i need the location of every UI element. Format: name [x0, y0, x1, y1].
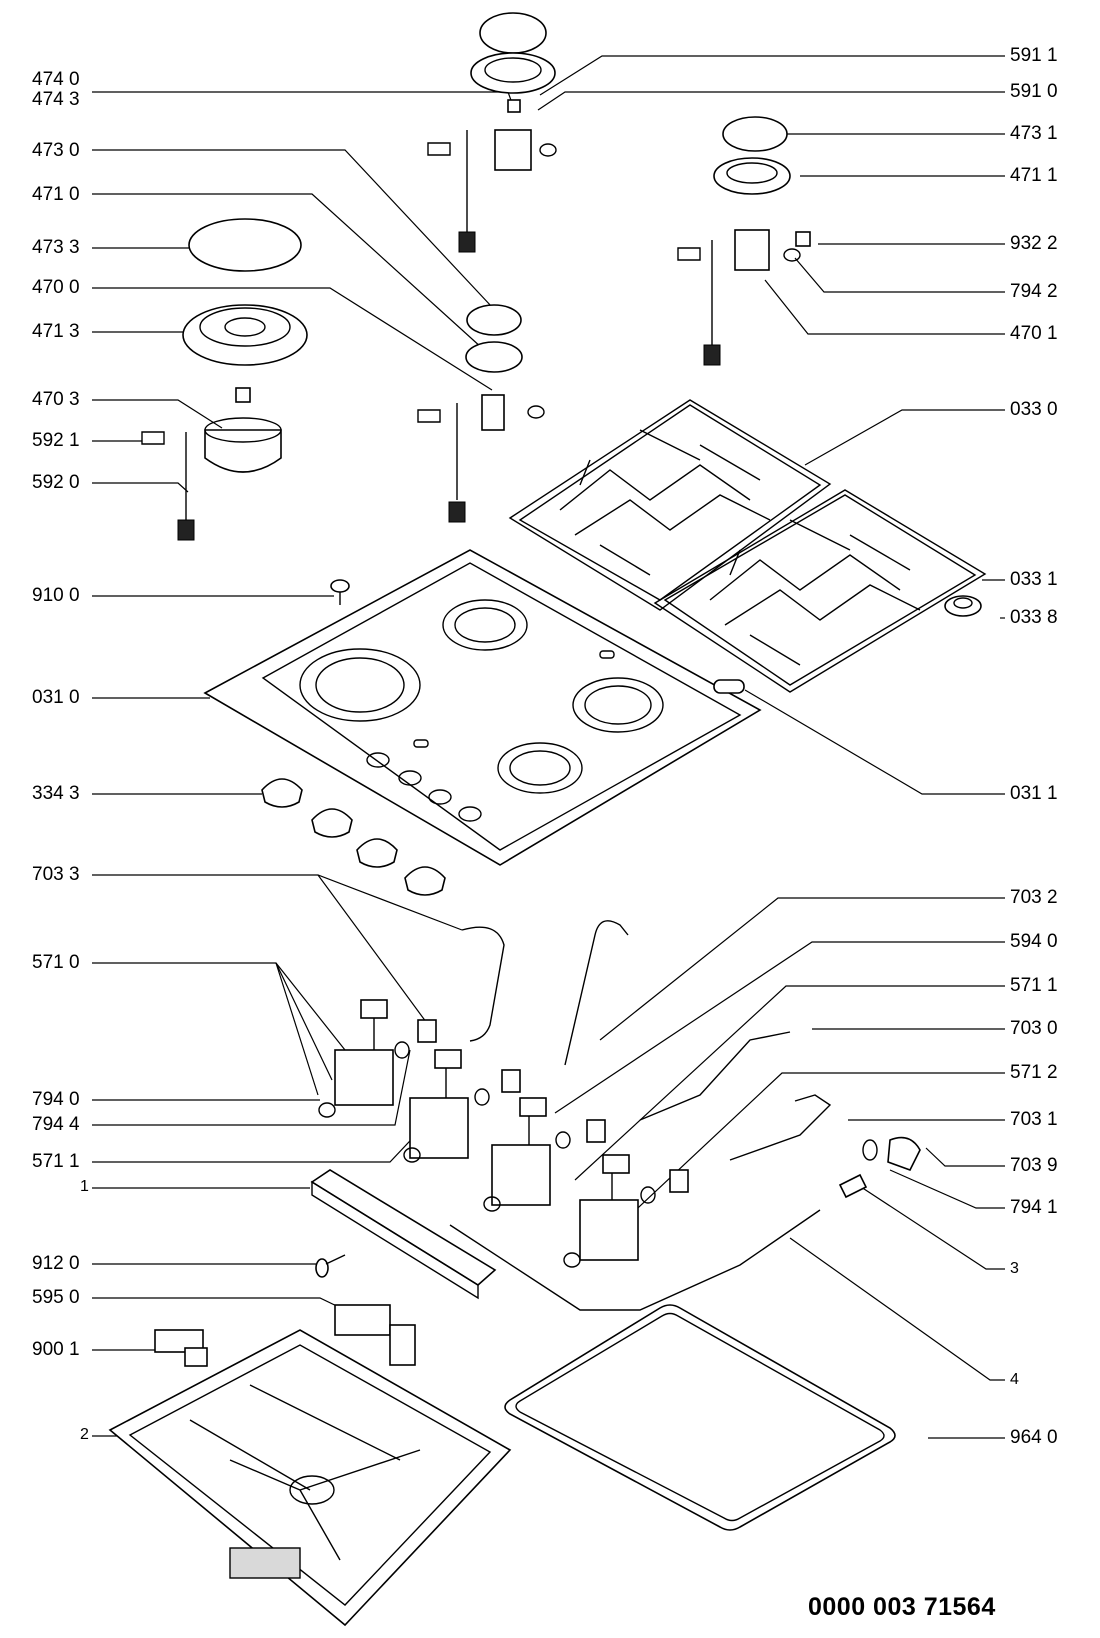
seal-ring-7941 — [862, 1139, 878, 1161]
seal-9640 — [504, 1304, 896, 1531]
medium-burner-assembly — [417, 304, 545, 523]
part-label-7030: 703 0 — [1010, 1018, 1058, 1039]
grate-foot-0338 — [944, 595, 982, 617]
bracket-1 — [310, 1169, 497, 1300]
gas-pipes — [449, 920, 868, 1311]
part-label-5711-left: 571 1 — [32, 1151, 80, 1172]
right-burner-assembly — [677, 116, 811, 366]
part-label-3343: 334 3 — [32, 783, 80, 804]
hob-top-0310 — [203, 549, 762, 866]
part-label-4700: 470 0 — [32, 277, 80, 298]
gas-taps-5710-5711-5712 — [318, 999, 689, 1268]
part-label-5921: 592 1 — [32, 430, 80, 451]
part-label-9640: 964 0 — [1010, 1427, 1058, 1448]
part-label-7941: 794 1 — [1010, 1197, 1058, 1218]
part-label-5711-right: 571 1 — [1010, 975, 1058, 996]
part-label-7031: 703 1 — [1010, 1109, 1058, 1130]
hob-badge-0311 — [713, 679, 745, 694]
part-label-7033: 703 3 — [32, 864, 80, 885]
elbow-connector-7039 — [887, 1136, 921, 1171]
part-label-4713: 471 3 — [32, 321, 80, 342]
document-code: 0000 003 71564 — [808, 1593, 996, 1621]
part-label-5911: 591 1 — [1010, 45, 1058, 66]
part-label-5920: 592 0 — [32, 472, 80, 493]
part-label-0330: 033 0 — [1010, 399, 1058, 420]
part-label-5712: 571 2 — [1010, 1062, 1058, 1083]
part-label-5940: 594 0 — [1010, 931, 1058, 952]
part-label-0338: 033 8 — [1010, 607, 1058, 628]
pan-support-grate-0331 — [653, 489, 987, 693]
ignition-module-5950 — [334, 1304, 416, 1366]
part-label-7940: 794 0 — [32, 1089, 80, 1110]
part-label-2: 2 — [80, 1426, 89, 1443]
control-knobs-3343 — [261, 778, 446, 896]
pan-support-grate-0330 — [508, 399, 832, 611]
part-label-5710: 571 0 — [32, 952, 80, 973]
screw-9100 — [330, 579, 350, 605]
part-label-4703: 470 3 — [32, 389, 80, 410]
part-label-4743: 474 3 — [32, 89, 80, 110]
part-label-5910: 591 0 — [1010, 81, 1058, 102]
part-label-0331: 033 1 — [1010, 569, 1058, 590]
part-label-4740: 474 0 — [32, 69, 80, 90]
part-label-0310: 031 0 — [32, 687, 80, 708]
large-burner-assembly — [141, 218, 308, 541]
part-label-4730: 473 0 — [32, 140, 80, 161]
part-label-9322: 932 2 — [1010, 233, 1058, 254]
part-label-9001: 900 1 — [32, 1339, 80, 1360]
part-label-4731: 473 1 — [1010, 123, 1058, 144]
part-label-3: 3 — [1010, 1260, 1019, 1277]
part-label-1: 1 — [80, 1178, 89, 1195]
part-label-4710: 471 0 — [32, 184, 80, 205]
clamp-9001 — [154, 1329, 208, 1367]
screw-9120 — [315, 1254, 346, 1278]
top-burner-assembly — [427, 12, 557, 253]
part-label-4: 4 — [1010, 1371, 1019, 1388]
part-label-7942: 794 2 — [1010, 281, 1058, 302]
base-tray-2 — [108, 1329, 512, 1627]
part-label-9120: 912 0 — [32, 1253, 80, 1274]
part-label-7032: 703 2 — [1010, 887, 1058, 908]
part-label-4701: 470 1 — [1010, 323, 1058, 344]
part-label-7039: 703 9 — [1010, 1155, 1058, 1176]
part-label-0311: 031 1 — [1010, 783, 1058, 804]
part-label-5950: 595 0 — [32, 1287, 80, 1308]
part-label-4711: 471 1 — [1010, 165, 1058, 186]
part-label-7944: 794 4 — [32, 1114, 80, 1135]
part-label-9100: 910 0 — [32, 585, 80, 606]
part-label-4733: 473 3 — [32, 237, 80, 258]
